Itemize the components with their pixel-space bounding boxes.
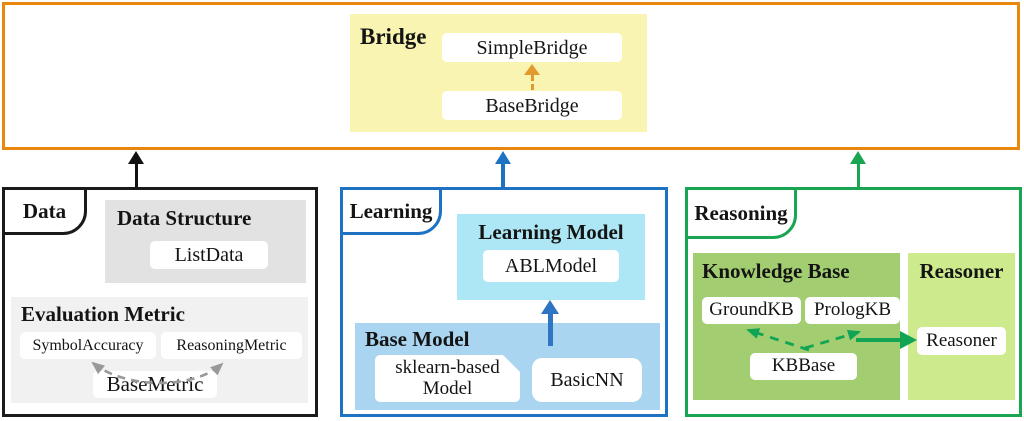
- learning-package-tab: Learning: [340, 187, 442, 235]
- reasoner-panel: Reasoner Reasoner: [908, 253, 1015, 400]
- learning-model-panel: Learning Model ABLModel: [457, 214, 645, 300]
- knowledge-base-panel: Knowledge Base GroundKB PrologKB KBBase: [693, 253, 900, 400]
- class-basicnn: BasicNN: [532, 358, 642, 402]
- reasoning-package-tab: Reasoning: [685, 187, 797, 239]
- class-reasoner: Reasoner: [917, 327, 1006, 355]
- reasoning-package: Reasoning Knowledge Base GroundKB Prolog…: [685, 187, 1022, 417]
- evaluation-metric-panel: Evaluation Metric SymbolAccuracy Reasoni…: [11, 297, 308, 403]
- reasoning-package-label: Reasoning: [694, 200, 788, 225]
- class-reasoningmetric-label: ReasoningMetric: [176, 336, 287, 354]
- class-ablmodel: ABLModel: [483, 250, 619, 282]
- class-kbbase-label: KBBase: [771, 355, 836, 377]
- arrow-right-icon: [900, 331, 917, 349]
- class-reasoner-label: Reasoner: [926, 329, 997, 351]
- data-to-bridge-arrow: [128, 151, 144, 187]
- line: [501, 164, 505, 187]
- reasoning-to-bridge-arrow: [850, 151, 866, 187]
- class-basebridge: BaseBridge: [442, 91, 622, 120]
- data-package-label: Data: [22, 198, 67, 223]
- class-basemetric-label: BaseMetric: [106, 371, 204, 396]
- base-model-panel: Base Model sklearn-based Model BasicNN: [355, 323, 660, 410]
- learning-package: Learning Learning Model ABLModel Base Mo…: [340, 187, 668, 417]
- line: [547, 314, 553, 346]
- base-model-label: Base Model: [365, 327, 470, 351]
- arrow-up-icon: [541, 300, 559, 314]
- class-groundkb: GroundKB: [702, 297, 801, 324]
- line: [134, 164, 138, 187]
- folded-corner: [503, 355, 520, 372]
- bridge-package: Bridge SimpleBridge BaseBridge: [350, 14, 647, 132]
- learning-package-label: Learning: [349, 198, 433, 223]
- class-prologkb-label: PrologKB: [813, 299, 892, 321]
- class-basebridge-label: BaseBridge: [485, 94, 579, 117]
- class-ablmodel-label: ABLModel: [504, 255, 598, 277]
- class-groundkb-label: GroundKB: [709, 299, 794, 321]
- arrow-up-icon: [850, 151, 866, 164]
- basebridge-to-simplebridge-arrow: [524, 64, 540, 90]
- arrow-up-icon: [128, 151, 144, 164]
- class-listdata: ListData: [150, 241, 268, 269]
- class-symbolaccuracy-label: SymbolAccuracy: [32, 336, 144, 354]
- class-sklearn-model-label: sklearn-based Model: [395, 356, 500, 399]
- data-structure-label: Data Structure: [117, 206, 252, 230]
- class-simplebridge-label: SimpleBridge: [476, 36, 588, 59]
- class-prologkb: PrologKB: [805, 297, 900, 324]
- bridge-band: Bridge SimpleBridge BaseBridge: [2, 2, 1020, 150]
- learning-to-bridge-arrow: [495, 151, 511, 187]
- bridge-package-label: Bridge: [360, 24, 427, 49]
- class-sklearn-model: sklearn-based Model: [375, 355, 520, 402]
- learning-model-label: Learning Model: [478, 220, 624, 244]
- data-package: Data Data Structure ListData Evaluation …: [2, 187, 318, 417]
- class-kbbase: KBBase: [750, 353, 857, 380]
- arrow-up-icon: [495, 151, 511, 164]
- class-basicnn-label: BasicNN: [550, 369, 624, 391]
- line: [856, 164, 860, 187]
- arrow-up-icon: [524, 64, 540, 75]
- class-simplebridge: SimpleBridge: [442, 33, 622, 62]
- class-listdata-label: ListData: [174, 244, 244, 266]
- class-reasoningmetric: ReasoningMetric: [161, 332, 302, 359]
- evaluation-metric-label: Evaluation Metric: [21, 302, 185, 326]
- data-package-tab: Data: [2, 187, 87, 235]
- knowledge-base-label: Knowledge Base: [702, 259, 850, 283]
- class-basemetric: BaseMetric: [93, 371, 217, 398]
- data-structure-panel: Data Structure ListData: [105, 200, 306, 283]
- kb-to-reasoner-arrow-line: [856, 338, 902, 342]
- reasoner-panel-label: Reasoner: [919, 259, 1004, 283]
- dashed-line: [530, 75, 534, 90]
- class-symbolaccuracy: SymbolAccuracy: [20, 332, 156, 359]
- basemodel-to-learningmodel-arrow: [541, 300, 559, 346]
